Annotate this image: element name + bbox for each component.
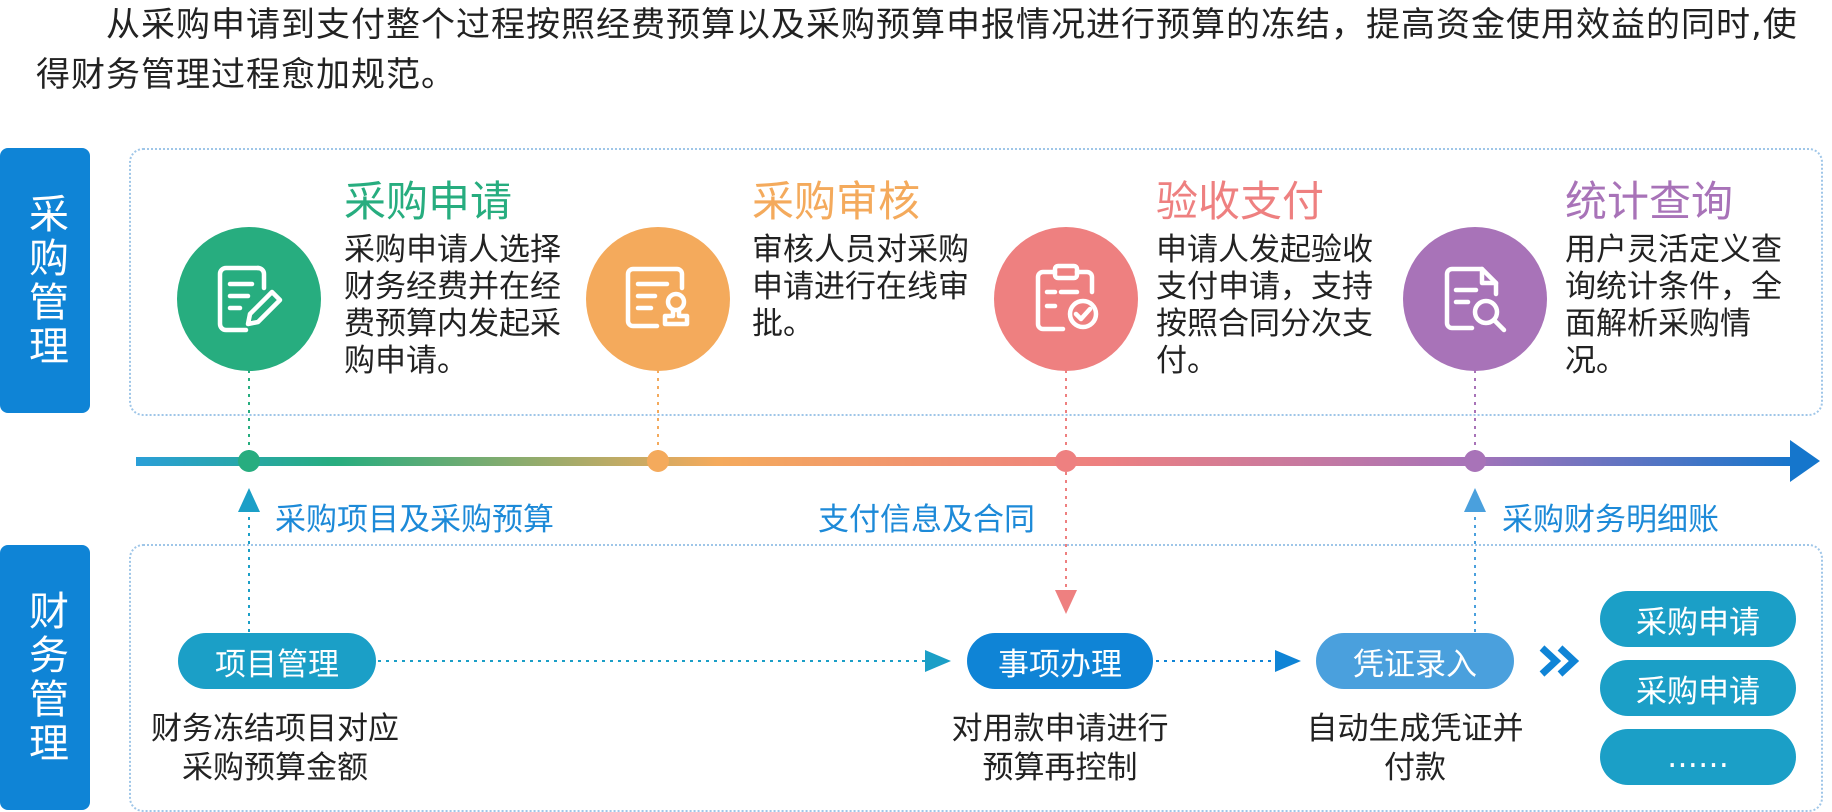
finance-step-caption: 对用款申请进行预算再控制 — [951, 711, 1169, 786]
stage-title: 采购审核 — [752, 177, 921, 226]
stage-description: 采购申请人选择财务经费并在经费预算内发起采购申请。 — [344, 232, 561, 379]
up-arrow-icon — [238, 488, 260, 512]
stage-description: 审核人员对采购申请进行在线审批。 — [752, 232, 969, 342]
stage-description: 申请人发起验收支付申请，支持按照合同分次支付。 — [1156, 232, 1373, 379]
output-item: 采购申请 — [1600, 660, 1796, 716]
section-label-finance: 财务管理 — [0, 545, 90, 810]
timeline-dot — [647, 450, 669, 472]
stage-title: 统计查询 — [1565, 177, 1734, 226]
up-arrow-icon — [1464, 488, 1486, 512]
timeline-dot — [238, 450, 260, 472]
clipboard-check-icon — [1035, 263, 1099, 332]
intro-paragraph: 从采购申请到支付整个过程按照经费预算以及采购预算申报情况进行预算的冻结，提高资金… — [36, 5, 1798, 95]
finance-step-project-management: 项目管理 — [178, 633, 376, 689]
down-arrow-icon — [1055, 590, 1077, 614]
timeline-dot — [1464, 450, 1486, 472]
section-label-procurement: 采购管理 — [0, 148, 90, 413]
stage-icon-circle — [1403, 227, 1547, 371]
stage-icon-circle — [994, 227, 1138, 371]
flow-label-payment-contract: 支付信息及合同 — [818, 502, 1035, 538]
finance-step-voucher-entry: 凭证录入 — [1316, 633, 1514, 689]
right-arrow-icon — [1275, 650, 1301, 672]
document-edit-icon — [217, 265, 283, 333]
flow-label-ledger: 采购财务明细账 — [1502, 502, 1719, 538]
timeline-bar — [136, 457, 1796, 466]
flow-label-budget: 采购项目及采购预算 — [275, 502, 554, 538]
output-item: 采购申请 — [1600, 591, 1796, 647]
stage-icon-circle — [177, 227, 321, 371]
document-search-icon — [1444, 266, 1507, 333]
timeline-dot — [1055, 450, 1077, 472]
timeline-arrowhead — [1790, 440, 1820, 482]
finance-panel — [129, 544, 1823, 812]
stage-icon-circle — [586, 227, 730, 371]
procurement-panel — [129, 148, 1823, 416]
output-item-more: …… — [1600, 729, 1796, 785]
stage-title: 验收支付 — [1156, 177, 1325, 226]
double-chevron-icon — [1539, 645, 1580, 677]
right-arrow-icon — [925, 650, 951, 672]
stage-title: 采购申请 — [344, 177, 513, 226]
finance-step-caption: 财务冻结项目对应采购预算金额 — [151, 711, 399, 786]
approval-stamp-icon — [625, 266, 690, 329]
finance-step-caption: 自动生成凭证并付款 — [1306, 711, 1524, 786]
stage-description: 用户灵活定义查询统计条件，全面解析采购情况。 — [1565, 232, 1782, 379]
finance-step-matter-handling: 事项办理 — [967, 633, 1153, 689]
